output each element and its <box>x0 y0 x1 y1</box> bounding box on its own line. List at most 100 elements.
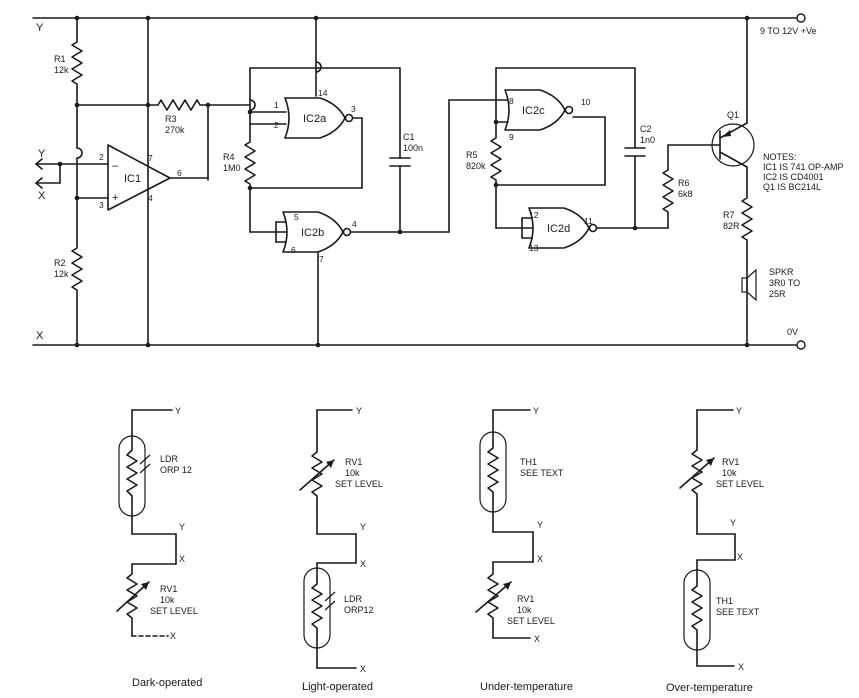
svg-text:10k: 10k <box>517 605 532 615</box>
svg-text:TH1: TH1 <box>520 457 537 467</box>
capacitor-c2: C2 1n0 <box>624 67 655 229</box>
rv1-lower: RV1 10k SET LEVEL <box>475 561 555 639</box>
rv1-upper: RV1 10k SET LEVEL <box>679 445 764 507</box>
svg-text:6: 6 <box>177 168 182 178</box>
svg-text:X: X <box>179 554 185 564</box>
svg-text:+: + <box>112 192 118 204</box>
svg-text:SPKR: SPKR <box>769 267 794 277</box>
variant-dark-operated: Y LDR ORP 12 Y X RV1 10k SET LEVEL X Dar… <box>116 406 202 689</box>
svg-text:13: 13 <box>529 243 539 253</box>
svg-text:Y: Y <box>175 406 181 416</box>
svg-text:IC2a: IC2a <box>303 113 327 125</box>
svg-text:6: 6 <box>291 245 296 255</box>
svg-text:82R: 82R <box>723 221 740 231</box>
op-amp-ic1: IC1 – + 2 3 6 7 4 <box>76 144 209 211</box>
supply-voltage-label: 9 TO 12V +Ve <box>760 26 816 36</box>
svg-text:12: 12 <box>529 210 539 220</box>
resistor-r4: R4 1M0 <box>223 135 256 189</box>
svg-text:10: 10 <box>581 97 591 107</box>
rv1-upper: RV1 10k SET LEVEL <box>299 447 383 509</box>
thermistor-lower: TH1 SEE TEXT <box>683 559 760 651</box>
svg-text:SET LEVEL: SET LEVEL <box>507 616 555 626</box>
svg-text:8: 8 <box>509 96 514 106</box>
svg-text:Y: Y <box>537 520 543 530</box>
svg-text:12k: 12k <box>54 65 69 75</box>
svg-text:6k8: 6k8 <box>678 189 693 199</box>
svg-text:NOTES:: NOTES: <box>763 152 797 162</box>
svg-text:12k: 12k <box>54 269 69 279</box>
svg-text:3R0 TO: 3R0 TO <box>769 278 800 288</box>
svg-text:X: X <box>38 190 46 202</box>
svg-text:25R: 25R <box>769 289 786 299</box>
svg-text:1: 1 <box>274 100 279 110</box>
svg-text:1M0: 1M0 <box>223 163 241 173</box>
svg-text:IC2 IS CD4001: IC2 IS CD4001 <box>763 172 824 182</box>
rail-label-x: X <box>36 330 44 342</box>
svg-text:10k: 10k <box>160 595 175 605</box>
svg-text:Dark-operated: Dark-operated <box>132 677 202 689</box>
svg-text:Y: Y <box>360 522 366 532</box>
svg-text:11: 11 <box>584 216 593 226</box>
svg-text:C2: C2 <box>640 124 652 134</box>
svg-text:SEE TEXT: SEE TEXT <box>520 468 564 478</box>
ldr-lower: LDR ORP12 <box>303 562 374 649</box>
svg-text:LDR: LDR <box>344 594 363 604</box>
svg-text:3: 3 <box>99 200 104 210</box>
svg-text:IC2b: IC2b <box>301 227 324 239</box>
svg-text:Y: Y <box>38 148 46 160</box>
svg-text:R5: R5 <box>466 150 478 160</box>
svg-text:SET LEVEL: SET LEVEL <box>335 479 383 489</box>
nor-gate-ic2b: IC2b 5 6 4 7 <box>282 211 357 264</box>
svg-text:RV1: RV1 <box>160 584 177 594</box>
svg-text:R3: R3 <box>165 114 177 124</box>
svg-text:X: X <box>360 664 366 674</box>
ground-terminal <box>796 340 806 350</box>
ground-label: 0V <box>787 327 798 337</box>
svg-text:IC2d: IC2d <box>547 223 570 235</box>
svg-text:Y: Y <box>356 406 362 416</box>
svg-text:Over-temperature: Over-temperature <box>666 682 753 694</box>
thermistor-upper: TH1 SEE TEXT <box>479 431 564 513</box>
svg-text:R1: R1 <box>54 54 66 64</box>
svg-text:TH1: TH1 <box>716 596 733 606</box>
resistor-r6: R6 6k8 <box>662 144 693 229</box>
nor-gate-ic2a: IC2a 1 2 3 14 <box>274 88 356 139</box>
svg-text:3: 3 <box>351 104 356 114</box>
svg-text:Q1 IS BC214L: Q1 IS BC214L <box>763 182 821 192</box>
svg-text:–: – <box>112 160 119 172</box>
resistor-r1: R1 12k <box>54 17 83 106</box>
svg-text:X: X <box>534 634 540 644</box>
svg-text:10k: 10k <box>722 468 737 478</box>
svg-text:SEE TEXT: SEE TEXT <box>716 607 760 617</box>
svg-text:4: 4 <box>352 219 357 229</box>
nor-gate-ic2c: IC2c 8 9 10 <box>504 89 591 142</box>
transistor-q1: Q1 <box>711 110 755 168</box>
svg-text:100n: 100n <box>403 143 423 153</box>
resistor-r7: R7 82R <box>723 166 753 263</box>
svg-text:SET LEVEL: SET LEVEL <box>716 479 764 489</box>
svg-text:SET LEVEL: SET LEVEL <box>150 606 198 616</box>
svg-text:Under-temperature: Under-temperature <box>480 681 573 693</box>
nor-gate-ic2d: IC2d 12 13 11 <box>528 207 598 253</box>
svg-text:X: X <box>360 559 366 569</box>
ldr-upper: LDR ORP 12 <box>118 435 192 517</box>
rv1-lower: RV1 10k SET LEVEL <box>116 563 198 637</box>
resistor-r5: R5 820k <box>466 121 502 186</box>
svg-text:IC1 IS 741 OP-AMP: IC1 IS 741 OP-AMP <box>763 162 844 172</box>
main-circuit: Y X 9 TO 12V +Ve 0V R1 12k R2 12k <box>32 13 844 350</box>
svg-text:R4: R4 <box>223 152 235 162</box>
svg-text:RV1: RV1 <box>345 457 362 467</box>
svg-text:7: 7 <box>148 153 153 163</box>
sensor-input: Y X <box>35 148 109 202</box>
svg-text:Y: Y <box>730 518 736 528</box>
svg-text:Y: Y <box>533 406 539 416</box>
resistor-r3: R3 270k <box>147 99 209 135</box>
svg-text:10k: 10k <box>345 468 360 478</box>
svg-text:R7: R7 <box>723 210 735 220</box>
svg-text:R2: R2 <box>54 258 66 268</box>
svg-text:RV1: RV1 <box>517 594 534 604</box>
svg-text:Light-operated: Light-operated <box>302 681 373 693</box>
svg-text:270k: 270k <box>165 125 185 135</box>
svg-text:C1: C1 <box>403 132 415 142</box>
